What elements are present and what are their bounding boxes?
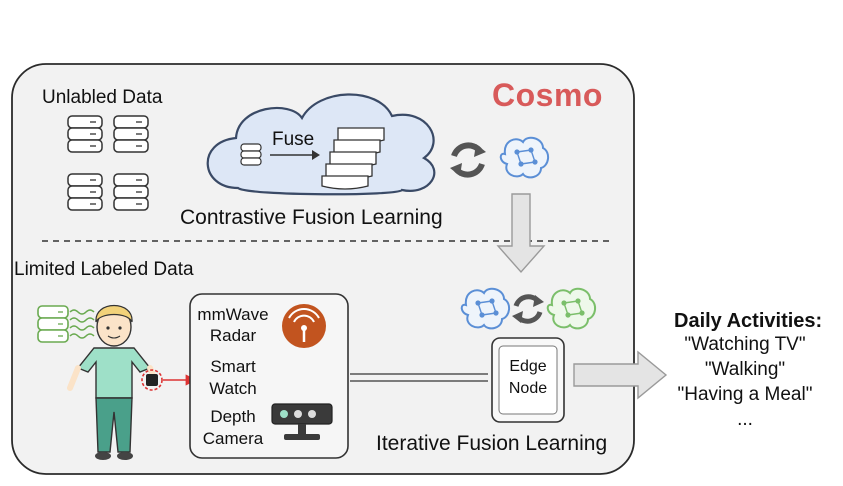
smartwatch-highlight <box>141 369 163 391</box>
unlabeled-data-label: Unlabled Data <box>42 87 163 108</box>
brain-network-icon <box>499 136 549 179</box>
activity-item: "Walking" <box>704 359 786 380</box>
sensor-radar-label: Radar <box>209 326 257 345</box>
output-arrow <box>573 350 668 400</box>
sensor-watch-label: Watch <box>209 379 257 398</box>
sync-icon <box>450 142 486 178</box>
labeled-database-icon <box>37 305 95 343</box>
depth-camera-icon <box>271 403 333 440</box>
down-arrow <box>496 193 546 274</box>
smartwatch-icon <box>146 374 158 386</box>
edge-node-label-line2: Node <box>508 380 548 397</box>
activity-item: "Watching TV" <box>684 334 806 355</box>
database-icon <box>67 115 103 153</box>
fuse-label: Fuse <box>272 129 315 150</box>
database-icon <box>67 173 103 211</box>
sensor-camera-label: Camera <box>202 429 264 448</box>
stacked-documents-icon <box>321 127 385 190</box>
contrastive-fusion-label: Contrastive Fusion Learning <box>180 206 443 229</box>
sensor-smart-label: Smart <box>210 357 256 376</box>
activity-item: "Having a Meal" <box>677 384 813 405</box>
iterative-fusion-label: Iterative Fusion Learning <box>376 432 608 455</box>
cloud-icon <box>206 93 436 196</box>
output-title: Daily Activities: <box>674 310 823 332</box>
limited-labeled-data-label: Limited Labeled Data <box>14 259 194 280</box>
person-figure <box>67 304 157 460</box>
brand-title: Cosmo <box>492 77 603 113</box>
database-icon <box>113 115 149 153</box>
sensor-mmwave-label: mmWave <box>197 305 269 324</box>
edge-node-label-line1: Edge <box>509 358 547 375</box>
radar-icon <box>282 304 326 348</box>
activity-ellipsis: ... <box>737 409 753 430</box>
brain-network-icon <box>546 287 596 330</box>
database-icon <box>113 173 149 211</box>
sensor-depth-label: Depth <box>210 407 256 426</box>
database-icon <box>240 143 262 166</box>
brain-network-icon <box>460 287 510 330</box>
sync-icon <box>512 294 544 324</box>
